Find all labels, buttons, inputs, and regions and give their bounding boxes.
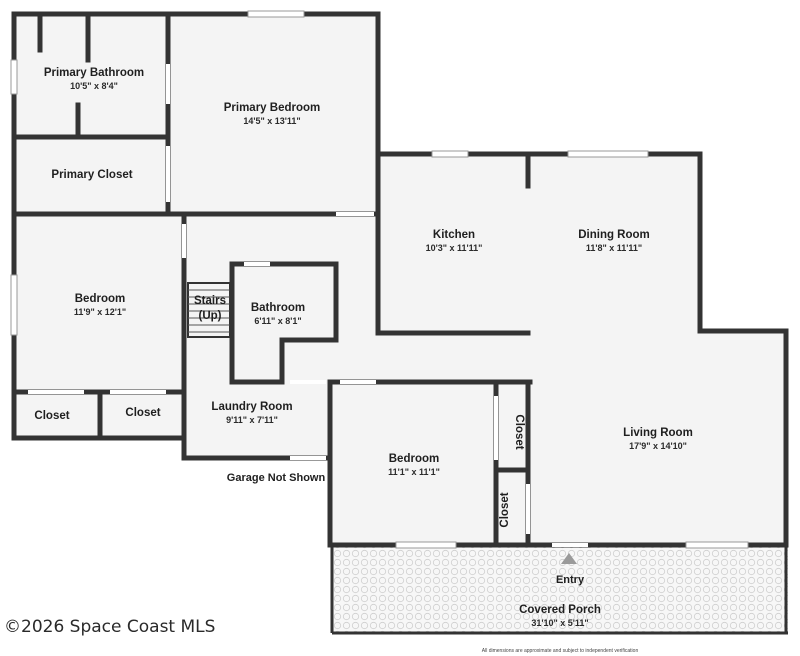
covered-porch-name: Covered Porch (519, 604, 601, 616)
dining-room-name: Dining Room (578, 229, 650, 241)
stairs-up-label: (Up) (199, 310, 222, 322)
primary-bedroom-name: Primary Bedroom (224, 102, 321, 114)
kitchen-dims: 10'3" x 11'11" (426, 243, 483, 253)
primary-bathroom-dims: 10'5" x 8'4" (70, 81, 118, 91)
primary-bathroom-name: Primary Bathroom (44, 67, 144, 79)
living-room-name: Living Room (623, 427, 693, 439)
bedroom-left-dims: 11'9" x 12'1" (74, 307, 126, 317)
kitchen-name: Kitchen (433, 229, 475, 241)
entry-arrow-icon (561, 553, 577, 564)
windows (10, 10, 749, 549)
primary-closet-name: Primary Closet (51, 169, 132, 181)
primary-bedroom-dims: 14'5" x 13'11" (243, 116, 300, 126)
entry-label: Entry (556, 574, 585, 586)
closet-b-name: Closet (125, 407, 160, 419)
covered-porch-area (330, 545, 788, 635)
closet-a-name: Closet (34, 410, 69, 422)
garage-note: Garage Not Shown (227, 472, 326, 484)
copyright-watermark: ©2026 Space Coast MLS (4, 617, 215, 637)
living-room-dims: 17'9" x 14'10" (629, 441, 687, 451)
laundry-room-name: Laundry Room (211, 401, 292, 413)
floor-fills (12, 12, 786, 545)
walls (11, 11, 789, 548)
closet-d-name: Closet (499, 492, 511, 527)
dining-room-dims: 11'8" x 11'11" (586, 243, 642, 253)
laundry-room-dims: 9'11" x 7'11" (226, 415, 278, 425)
disclaimer-text: All dimensions are approximate and subje… (482, 648, 639, 654)
bathroom-name: Bathroom (251, 302, 305, 314)
closet-c-name: Closet (513, 414, 525, 449)
covered-porch-dims: 31'10" x 5'11" (531, 618, 588, 628)
bathroom-dims: 6'11" x 8'1" (254, 316, 301, 326)
bedroom-left-name: Bedroom (75, 293, 125, 305)
bedroom-right-dims: 11'1" x 11'1" (388, 467, 440, 477)
bedroom-right-name: Bedroom (389, 453, 439, 465)
stairs-label: Stairs (194, 295, 226, 307)
